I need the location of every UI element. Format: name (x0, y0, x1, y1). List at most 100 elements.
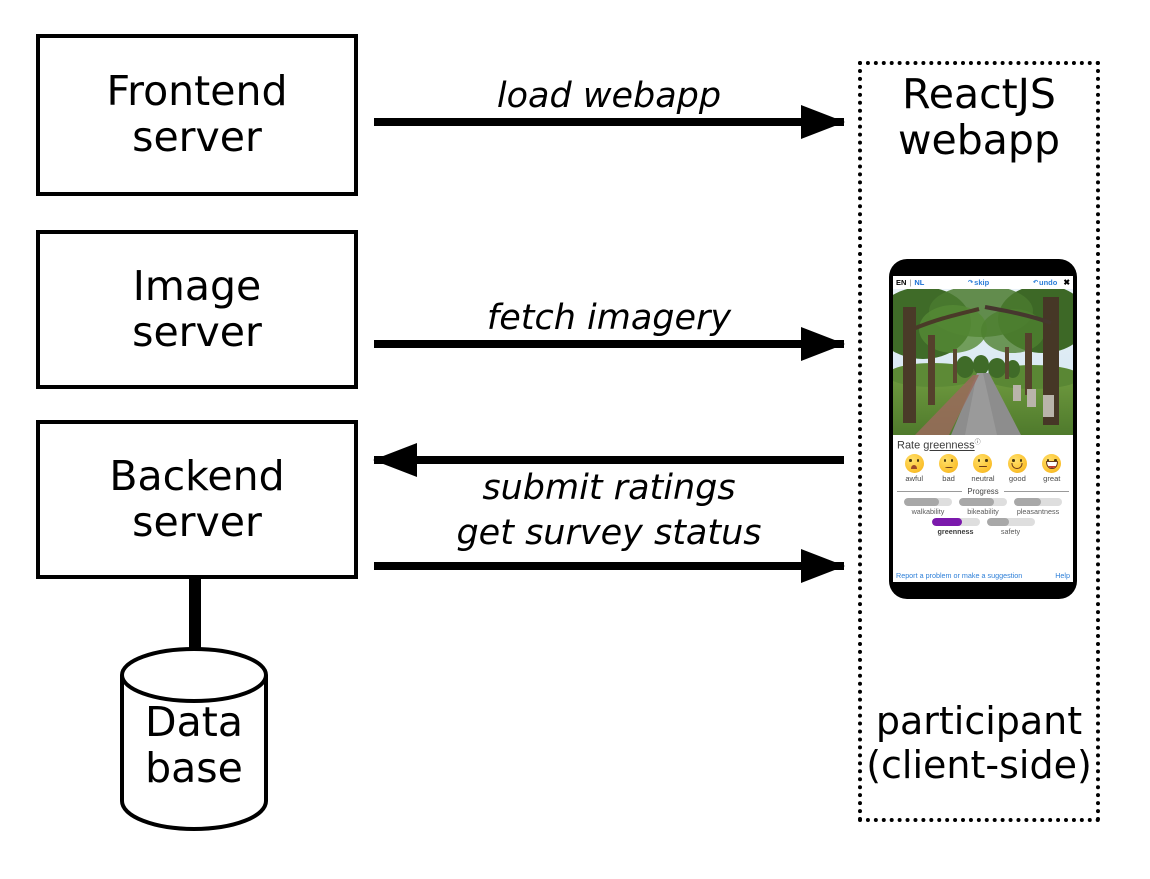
arrow-head-left-icon (373, 443, 417, 477)
progress-label-bikeability: bikeability (967, 507, 999, 517)
progress-track (931, 518, 980, 527)
language-toggle-en[interactable]: EN (896, 278, 907, 287)
arrow-head-right-icon (801, 549, 845, 583)
progress-label-greenness: greenness (937, 527, 974, 537)
eye-right (916, 459, 920, 462)
progress-fill (931, 518, 963, 527)
rating-option-awful[interactable]: awful (898, 453, 930, 484)
webapp-top-bar: EN | NL ↷ skip ↶ undo ✖ (893, 276, 1073, 289)
rating-option-great[interactable]: great (1036, 453, 1068, 484)
progress-row-bottom: greenness safety (893, 518, 1073, 536)
edge-label-fetch-imagery: fetch imagery (486, 298, 732, 338)
eye-left (1012, 459, 1015, 462)
undo-arrow-icon: ↶ (1032, 280, 1038, 286)
rating-label-neutral: neutral (971, 474, 995, 484)
node-frontend-server: Frontend server (36, 34, 358, 196)
eye-left (909, 459, 912, 462)
edge-label-get-survey-status: get survey status (456, 513, 762, 553)
close-icon[interactable]: ✖ (1063, 278, 1071, 287)
skip-label: skip (974, 278, 990, 287)
undo-button[interactable]: ↶ undo (1033, 278, 1057, 287)
mouth-smile (1011, 463, 1023, 469)
rating-options: awful bad (897, 453, 1069, 484)
client-app-title: ReactJS webapp (858, 70, 1100, 164)
progress-label-pleasantness: pleasantness (1016, 507, 1060, 517)
info-icon[interactable]: ⓘ (974, 440, 981, 446)
rating-label-awful: awful (905, 474, 924, 484)
edge-label-load-webapp: load webapp (496, 76, 722, 116)
eye-right (985, 459, 988, 462)
progress-fill (904, 498, 939, 507)
frontend-server-line2: server (132, 113, 262, 161)
progress-label: Progress (967, 487, 999, 497)
rating-section: Rate greennessⓘ awful (893, 435, 1073, 483)
progress-item-bikeability[interactable]: bikeability (959, 498, 1007, 516)
streetview-photo[interactable] (893, 289, 1073, 435)
progress-fill (1014, 498, 1041, 507)
arrow-shaft (374, 562, 844, 570)
progress-track (1014, 498, 1062, 507)
client-caption-line2: (client-side) (866, 742, 1092, 787)
arrow-shaft (374, 456, 844, 464)
progress-fill (986, 518, 1009, 527)
progress-item-walkability[interactable]: walkability (904, 498, 952, 516)
language-separator: | (909, 278, 912, 287)
rating-option-bad[interactable]: bad (933, 453, 965, 484)
slightly-smiling-face-icon (1007, 453, 1027, 473)
client-caption-line1: participant (875, 699, 1083, 743)
backend-server-line2: server (132, 497, 262, 546)
eye-left (943, 459, 947, 462)
arrow-shaft (374, 340, 844, 348)
image-server-line1: Image (132, 261, 262, 310)
progress-row-top: walkability bikeability pleasantness (893, 498, 1073, 516)
progress-track (904, 498, 952, 507)
report-problem-link[interactable]: Report a problem or make a suggestion (896, 571, 1023, 580)
eye-left (978, 459, 981, 462)
client-title-line2: webapp (898, 115, 1060, 164)
arrow-shaft (374, 118, 844, 126)
backend-server-line1: Backend (109, 451, 285, 500)
eye-left (1046, 459, 1050, 462)
database-line2: base (145, 743, 243, 792)
help-link[interactable]: Help (1055, 571, 1070, 580)
node-image-server: Image server (36, 230, 358, 389)
rate-attribute: greenness (923, 439, 975, 452)
grinning-face-icon (1042, 453, 1062, 473)
rate-prefix: Rate (897, 439, 924, 452)
rating-option-neutral[interactable]: neutral (967, 453, 999, 484)
skip-button[interactable]: ↷ skip (968, 278, 989, 287)
language-toggle-nl[interactable]: NL (914, 278, 925, 287)
rating-label-bad: bad (942, 474, 955, 484)
webapp-footer: Report a problem or make a suggestion He… (893, 571, 1073, 580)
eye-right (951, 459, 954, 462)
progress-label-safety: safety (1000, 527, 1021, 537)
phone-mockup: EN | NL ↷ skip ↶ undo ✖ (889, 259, 1077, 599)
node-backend-server: Backend server (36, 420, 358, 579)
arrow-head-right-icon (801, 327, 845, 361)
neutral-face-icon (973, 453, 993, 473)
phone-screen: EN | NL ↷ skip ↶ undo ✖ (893, 276, 1073, 582)
mouth-grin (1045, 461, 1058, 470)
rating-option-good[interactable]: good (1001, 453, 1033, 483)
progress-track (986, 518, 1035, 527)
progress-item-greenness[interactable]: greenness (931, 518, 980, 537)
frontend-server-line1: Frontend (106, 67, 288, 116)
redo-arrow-icon: ↷ (968, 280, 974, 286)
database-label: Data base (118, 698, 270, 792)
progress-fill (959, 498, 994, 507)
node-database-cylinder (118, 645, 270, 831)
divider-left (897, 491, 963, 493)
progress-item-safety[interactable]: safety (986, 518, 1035, 537)
mouth-flat (978, 465, 987, 468)
progress-item-pleasantness[interactable]: pleasantness (1014, 498, 1062, 516)
client-title-line1: ReactJS (902, 70, 1056, 118)
edge-label-submit-ratings: submit ratings (482, 468, 736, 508)
rating-label-great: great (1043, 474, 1061, 484)
mouth-slight-frown (944, 467, 953, 469)
undo-label: undo (1038, 278, 1058, 287)
client-side-caption: participant (client-side) (858, 699, 1100, 787)
database-line1: Data (145, 698, 243, 746)
progress-label-walkability: walkability (911, 507, 945, 517)
image-server-line2: server (132, 307, 262, 356)
